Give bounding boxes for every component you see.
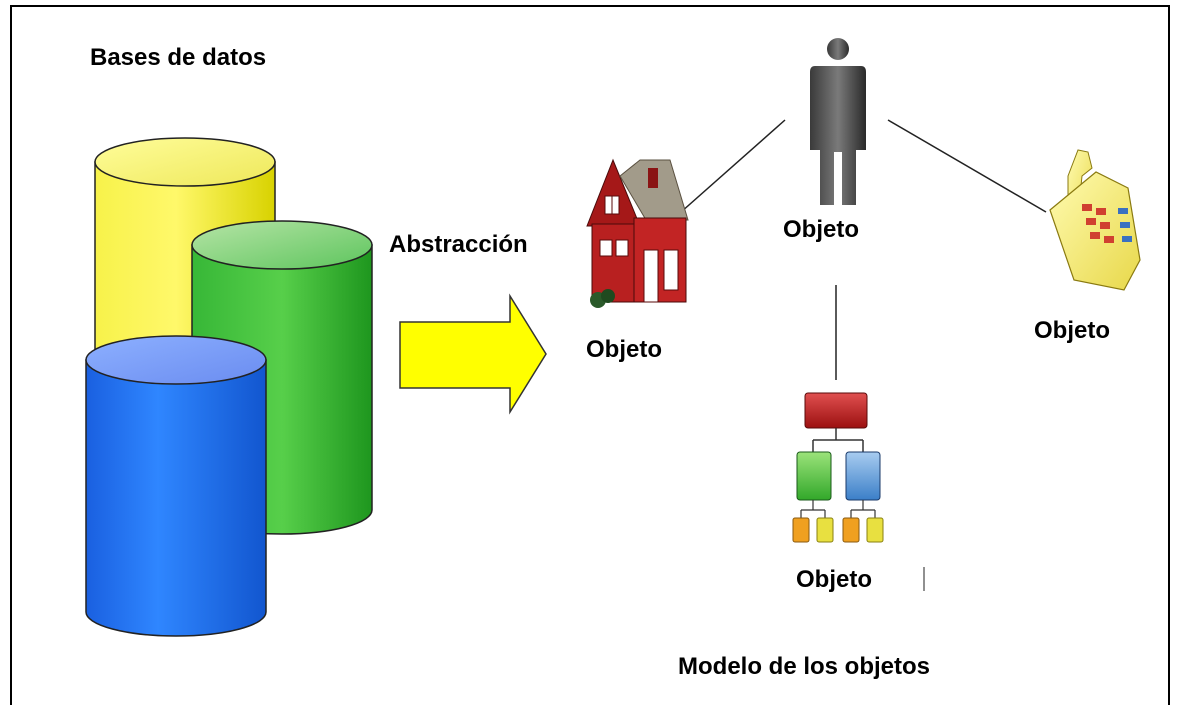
phone-object-label: Objeto xyxy=(1034,317,1110,344)
database-cylinder-blue xyxy=(85,335,267,637)
abstraction-label: Abstracción xyxy=(389,231,528,258)
house-icon xyxy=(586,158,689,308)
diagram-frame xyxy=(10,5,1170,705)
connector-person-house xyxy=(671,119,786,221)
abstraction-arrow xyxy=(399,293,547,415)
hierarchy-icon xyxy=(792,392,884,543)
hierarchy-object-label: Objeto xyxy=(796,566,872,593)
house-object-label: Objeto xyxy=(586,336,662,363)
connector-lines xyxy=(671,119,1047,591)
databases-title: Bases de datos xyxy=(90,44,267,71)
connector-person-phone xyxy=(887,119,1047,213)
phone-icon xyxy=(1049,149,1141,291)
person-icon xyxy=(810,38,866,205)
person-object-label: Objeto xyxy=(783,216,859,243)
object-model-caption: Modelo de los objetos xyxy=(678,653,931,680)
